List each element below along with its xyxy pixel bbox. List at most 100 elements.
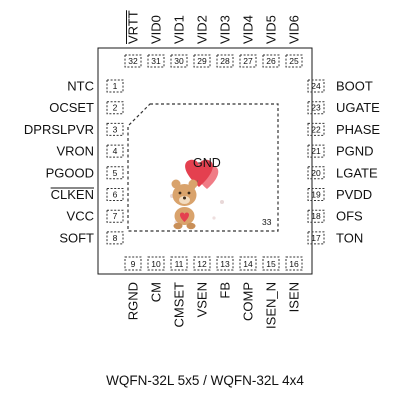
pin-label-ton: TON: [336, 230, 363, 245]
pin-label-vid0: VID0: [149, 15, 164, 44]
heart-icon: [185, 159, 219, 189]
pin-number-ofs: 18: [311, 211, 321, 221]
pin-number-pgood: 5: [113, 168, 118, 178]
pin-label-fb: FB: [218, 282, 233, 299]
exposed-pad-outline: [127, 103, 279, 232]
pin-label-vid5: VID5: [264, 15, 279, 44]
pin-marker-pvdd: [307, 188, 325, 201]
pin-number-rgnd: 9: [131, 259, 136, 269]
pin-marker-lgate: [307, 166, 325, 180]
pin-label-vrtt: VRTT: [126, 10, 141, 44]
pin-number-ntc: 1: [113, 81, 118, 91]
exposed-pad-label: GND: [193, 156, 221, 170]
pin-marker-ocset: [106, 101, 124, 115]
pin-marker-vid5: [262, 54, 280, 68]
pin-marker-cm: [147, 256, 165, 271]
pin-number-vid4: 27: [243, 56, 253, 66]
pin-label-vid1: VID1: [172, 15, 187, 44]
pin-number-comp: 14: [243, 259, 253, 269]
pin-marker-vid3: [216, 54, 234, 68]
pin-marker-pgood: [106, 166, 124, 180]
pin-number-lgate: 20: [311, 168, 321, 178]
pin-marker-ofs: [307, 209, 325, 223]
pin-marker-ntc: [106, 79, 124, 93]
pin-number-dprslpvr: 3: [113, 124, 118, 134]
pin-marker-vid0: [147, 54, 165, 68]
pin-number-pgnd: 21: [311, 146, 321, 156]
pin-label-isen: ISEN: [287, 282, 302, 312]
pin-marker-phase: [307, 122, 325, 136]
pin-number-vid3: 28: [220, 56, 230, 66]
pin-label-vron: VRON: [56, 144, 94, 159]
pin-marker-ton: [307, 231, 325, 245]
pin-marker-vid2: [193, 54, 211, 68]
pin-number-vid1: 30: [174, 56, 184, 66]
pin-number-soft: 8: [113, 233, 118, 243]
pin-marker-isen-n: [262, 256, 280, 271]
package-outline: [97, 47, 313, 275]
pin-number-pvdd: 19: [311, 190, 321, 200]
pin-label-ntc: NTC: [67, 79, 94, 94]
pin-marker-boot: [307, 79, 325, 93]
pin-label-cmset: CMSET: [172, 282, 187, 328]
pin-marker-comp: [239, 256, 257, 271]
pin-number-vsen: 12: [197, 259, 207, 269]
pin-label-isen-n: ISEN_N: [264, 282, 279, 329]
pin-number-cm: 10: [151, 259, 161, 269]
pin-number-clken: 6: [113, 190, 118, 200]
pin-marker-fb: [216, 256, 234, 271]
pin-label-lgate: LGATE: [336, 165, 378, 180]
pin-label-vid4: VID4: [241, 15, 256, 44]
pin-label-comp: COMP: [241, 282, 256, 321]
teddy-bear-icon: [170, 159, 224, 230]
pin-label-pgnd: PGND: [336, 144, 374, 159]
pin-marker-vid1: [170, 54, 188, 68]
pin-marker-isen: [285, 256, 303, 271]
pin-number-boot: 24: [311, 81, 321, 91]
exposed-pad-number: 33: [262, 217, 272, 227]
pin-number-cmset: 11: [175, 259, 184, 269]
pin-label-ugate: UGATE: [336, 100, 380, 115]
pin-number-phase: 22: [311, 124, 321, 134]
pin-label-rgnd: RGND: [126, 282, 141, 320]
pin-number-vrtt: 32: [128, 56, 138, 66]
pin-label-ocset: OCSET: [49, 100, 94, 115]
pin-number-vcc: 7: [113, 211, 118, 221]
pin-marker-pgnd: [307, 144, 325, 158]
pin-label-pgood: PGOOD: [46, 165, 94, 180]
pin-label-vsen: VSEN: [195, 282, 210, 317]
pin-label-vcc: VCC: [67, 209, 94, 224]
pin-marker-vcc: [106, 209, 124, 223]
pin-label-cm: CM: [149, 282, 164, 302]
pin-number-vid5: 26: [266, 56, 276, 66]
pin-number-vid2: 29: [197, 56, 207, 66]
pin-label-ofs: OFS: [336, 209, 363, 224]
pin-marker-vid4: [239, 54, 257, 68]
pin-label-dprslpvr: DPRSLPVR: [24, 122, 94, 137]
pin-marker-rgnd: [124, 256, 142, 271]
pin-label-vid2: VID2: [195, 15, 210, 44]
pin-marker-vrtt: [124, 54, 142, 68]
pin-number-isen-n: 15: [266, 259, 276, 269]
pin-marker-clken: [106, 188, 124, 201]
pin-label-vid6: VID6: [287, 15, 302, 44]
pin-number-vid0: 31: [151, 56, 161, 66]
pin-label-vid3: VID3: [218, 15, 233, 44]
pin-marker-soft: [106, 231, 124, 245]
left-pin-group: 1NTC2OCSET3DPRSLPVR4VRON5PGOOD6CLKEN7VCC…: [24, 79, 124, 245]
pin-number-ugate: 23: [311, 103, 321, 113]
pin-number-vid6: 25: [289, 56, 299, 66]
top-pin-group: 32 VRTT 31 VID0 30 VID1 29 VID2 28 VID3 27 VID4 26 VI…: [124, 10, 303, 68]
pin-label-soft: SOFT: [59, 230, 94, 245]
pin-number-fb: 13: [220, 259, 230, 269]
pin-number-vron: 4: [113, 146, 118, 156]
package-caption: WQFN-32L 5x5 / WQFN-32L 4x4: [106, 373, 304, 388]
pin-marker-ugate: [307, 101, 325, 115]
pin-label-pvdd: PVDD: [336, 187, 372, 202]
pin-label-clken: CLKEN: [51, 187, 94, 202]
pin-marker-vid6: [285, 54, 303, 68]
pin-marker-dprslpvr: [106, 122, 124, 136]
